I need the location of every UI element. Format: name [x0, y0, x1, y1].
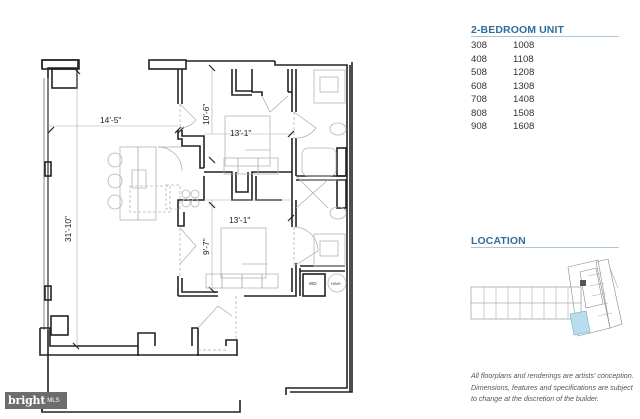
unit-row: 708 1408	[471, 93, 534, 107]
info-panel: 2-BEDROOM UNIT 308 1008 408 1108 508 1208 6…	[470, 0, 640, 414]
unit-number: 1608	[513, 121, 535, 133]
disclaimer-line: to change at the discretion of the build…	[471, 395, 599, 403]
unit-row: 508 1208	[471, 66, 534, 80]
dim-bedroom1-width: 13'-1"	[230, 128, 251, 138]
dim-living-depth: 31'-10"	[63, 216, 73, 242]
unit-number: 1208	[513, 67, 535, 79]
unit-number: 908	[471, 121, 488, 133]
washer-dryer-label: WD	[309, 281, 317, 286]
unit-number: 308	[471, 40, 488, 51]
unit-number: 508	[471, 67, 488, 79]
location-divider	[471, 247, 619, 248]
brightmls-watermark: bright MLS	[5, 392, 67, 409]
unit-row: 608 1308	[471, 80, 534, 94]
highlighted-unit	[569, 310, 591, 336]
dim-bedroom2-depth: 9'-7"	[201, 238, 211, 255]
dim-bedroom1-depth: 10'-6"	[201, 104, 211, 125]
unit-row: 808 1508	[471, 107, 534, 121]
disclaimer: All floorplans and renderings are artist…	[471, 371, 640, 406]
unit-number: 1508	[513, 107, 535, 119]
disclaimer-line: All floorplans and renderings are artist…	[471, 372, 634, 380]
unit-number: 1308	[513, 80, 535, 92]
unit-row: 908 1608	[471, 120, 534, 134]
floorplan: 14'-5" 31'-10" 13'-1" 10'-6" 13'-1" 9'-7…	[39, 59, 353, 413]
unit-list-heading: 2-BEDROOM UNIT	[471, 24, 564, 36]
location-heading: LOCATION	[471, 235, 526, 247]
unit-number: 1108	[513, 53, 534, 65]
unit-number: 1008	[513, 40, 535, 51]
dim-bedroom2-width: 13'-1"	[229, 215, 250, 225]
unit-row: 308 1008	[471, 39, 534, 53]
watermark-suffix: MLS	[47, 397, 60, 404]
dim-living-width: 14'-5"	[100, 115, 121, 125]
watermark-brand: bright	[8, 394, 46, 407]
disclaimer-line: Dimensions, features and specifications …	[471, 383, 633, 392]
unit-number: 408	[471, 53, 488, 65]
unit-row: 408 1108	[471, 53, 534, 67]
water-heater-label: HWH	[331, 281, 341, 286]
unit-number: 1408	[513, 94, 535, 106]
unit-number: 808	[471, 107, 488, 119]
location-key-plan	[470, 258, 640, 338]
unit-number: 708	[471, 94, 488, 106]
floorplan-drawing: 14'-5" 31'-10" 13'-1" 10'-6" 13'-1" 9'-7…	[39, 59, 353, 413]
heading-divider	[471, 36, 619, 37]
unit-number: 608	[471, 80, 488, 92]
